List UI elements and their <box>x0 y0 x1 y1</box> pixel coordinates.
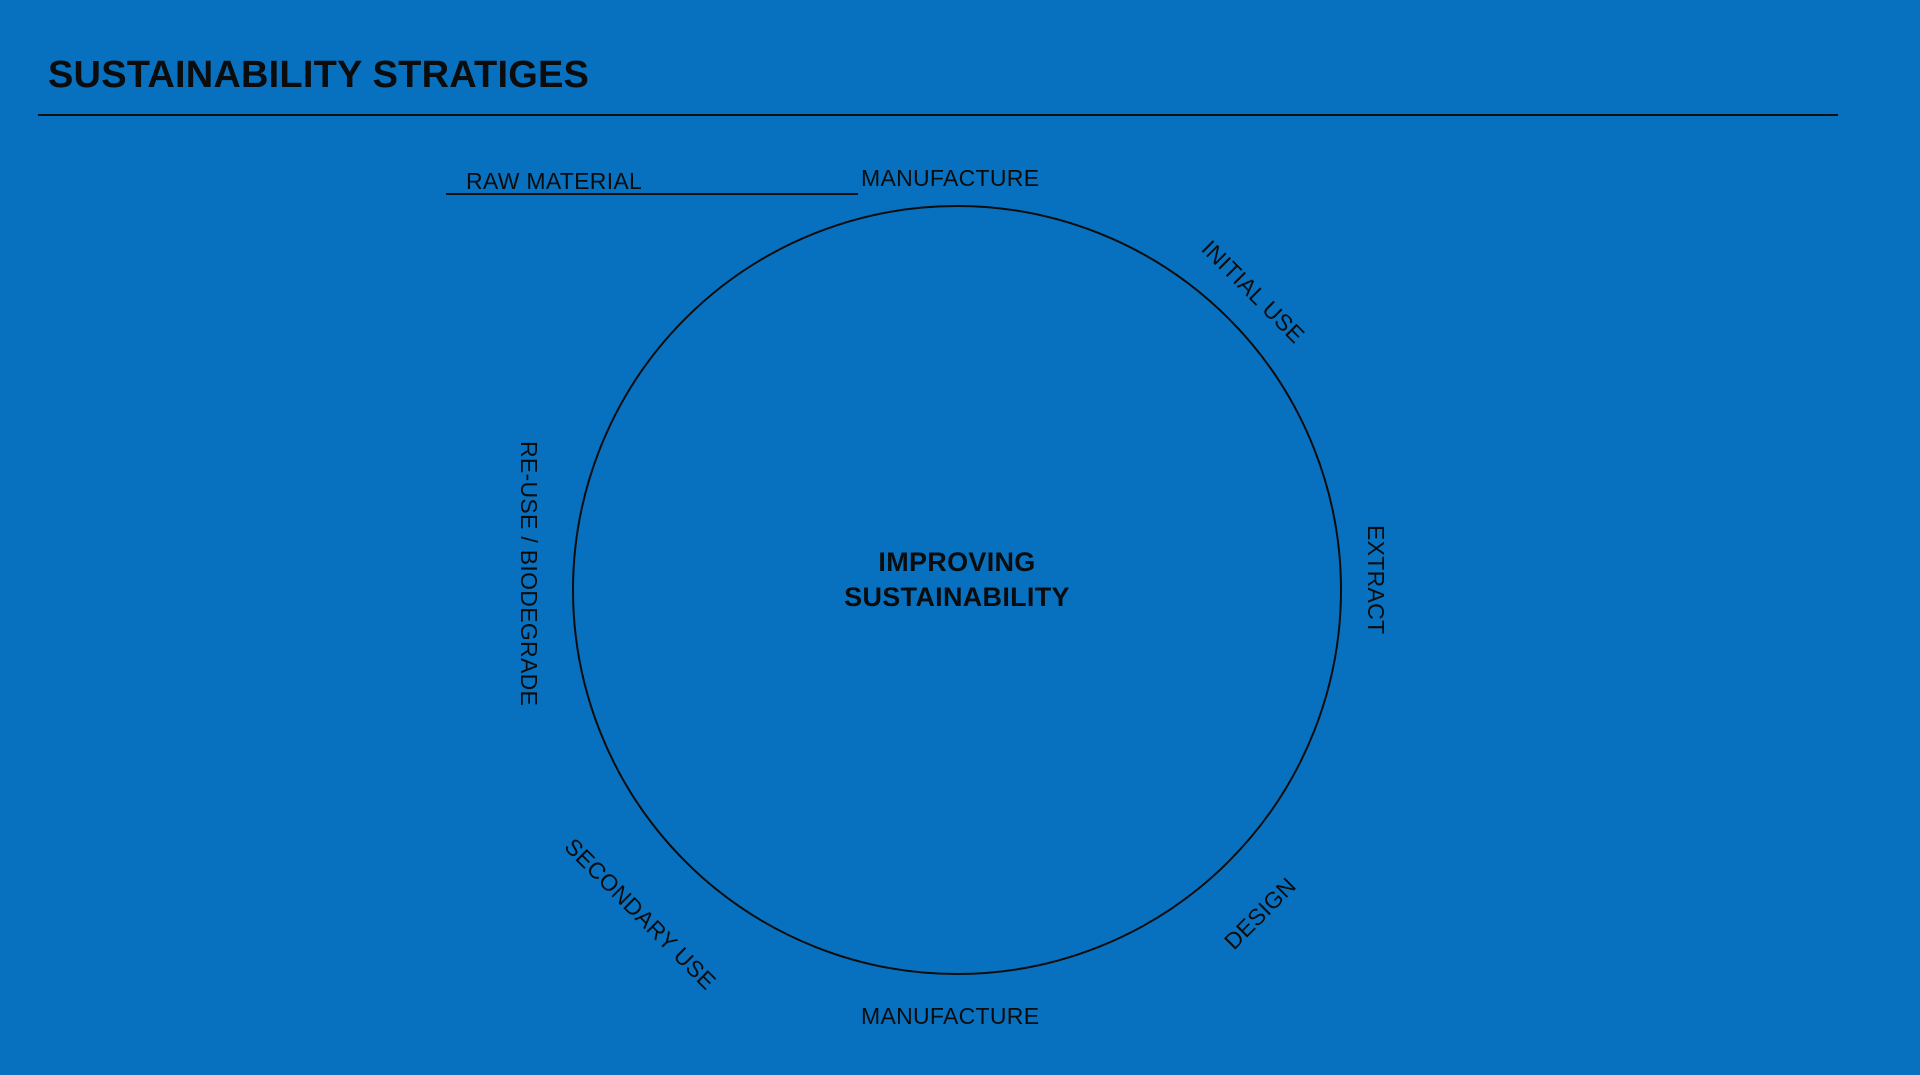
cycle-center-text: IMPROVING SUSTAINABILITY <box>572 545 1342 614</box>
page-header: SUSTAINABILITY STRATIGES <box>0 0 1920 130</box>
cycle-node-manufacture-top: MANUFACTURE <box>861 165 1040 191</box>
cycle-node-reuse-biodegrade: RE-USE / BIODEGRADE <box>516 441 542 707</box>
cycle-circle-outline <box>572 205 1342 975</box>
header-divider <box>38 114 1838 116</box>
page-title: SUSTAINABILITY STRATIGES <box>48 54 590 96</box>
cycle-center-line-2: SUSTAINABILITY <box>844 581 1070 612</box>
cycle-node-extract: EXTRACT <box>1363 525 1389 635</box>
cycle-node-manufacture-bottom: MANUFACTURE <box>861 1003 1040 1029</box>
cycle-node-raw-material: RAW MATERIAL <box>466 168 643 194</box>
raw-material-leader-line <box>446 193 858 195</box>
cycle-center-line-1: IMPROVING <box>878 547 1036 577</box>
cycle-node-design: DESIGN <box>1219 872 1302 955</box>
